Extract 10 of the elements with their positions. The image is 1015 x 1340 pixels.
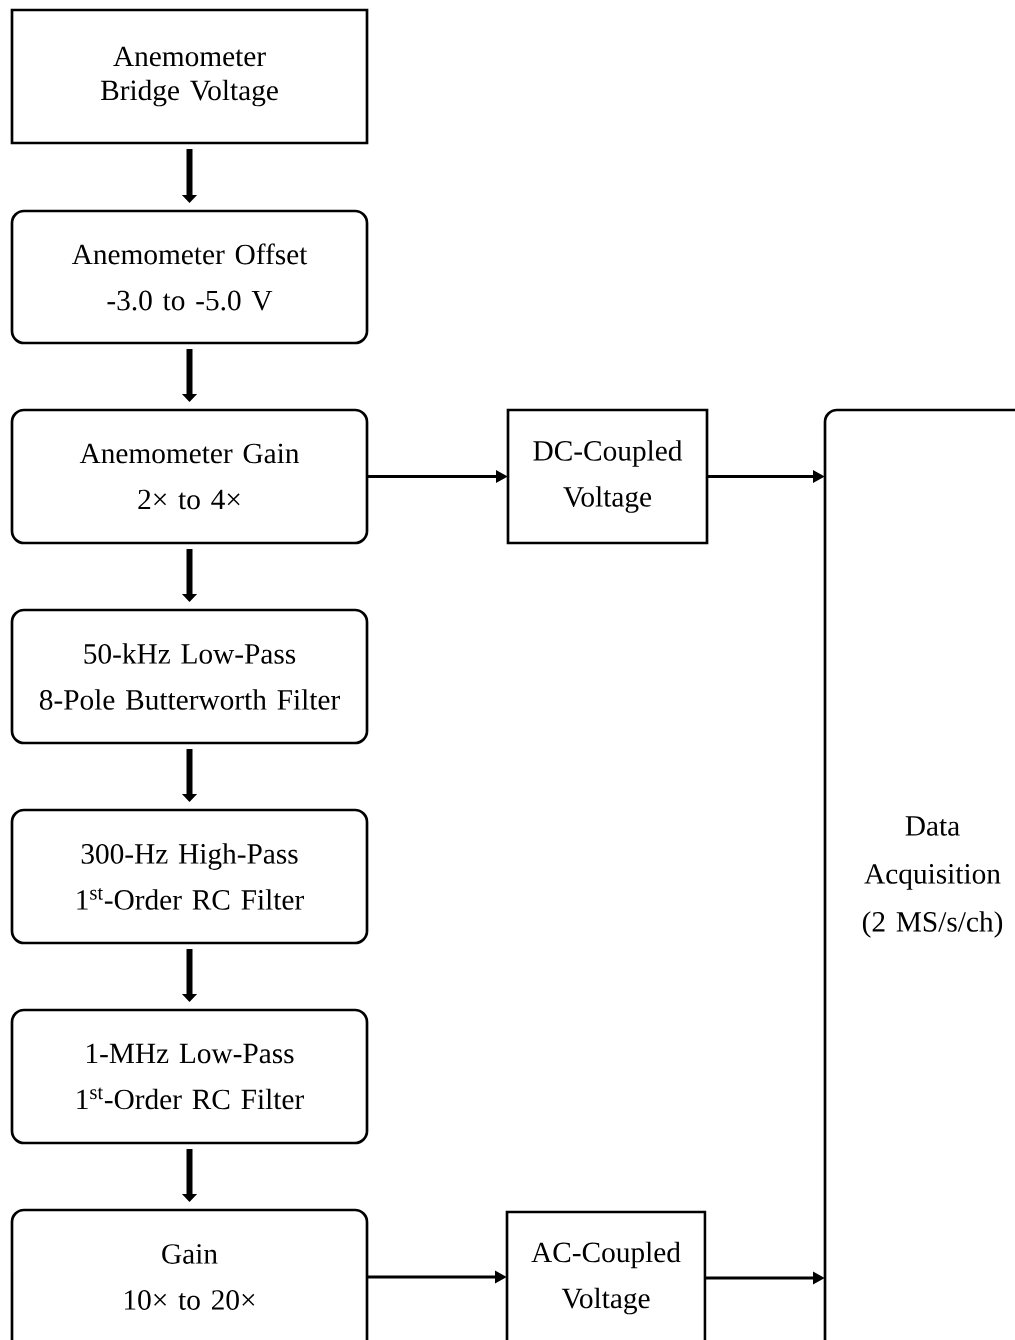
process-box: Gain 10× to 20× (10, 1208, 369, 1340)
process-box: Data Acquisition (2 MS/s/ch) (823, 408, 1015, 1340)
process-box: 300-Hz High-Pass 1$^{st}$-Order RC Filter (10, 808, 369, 945)
process-box: AC-Coupled Voltage (505, 1210, 707, 1340)
process-box: Anemometer Offset -3.0 to -5.0 V (10, 209, 369, 345)
process-box: 1-MHz Low-Pass 1$^{st}$-Order RC Filter (10, 1008, 369, 1145)
process-box: Anemometer Gain 2× to 4× (10, 408, 369, 545)
process-box: Anemometer Bridge Voltage (10, 8, 369, 145)
process-box: 50-kHz Low-Pass 8-Pole Butterworth Filter (10, 608, 369, 745)
process-box: DC-Coupled Voltage (506, 408, 709, 545)
